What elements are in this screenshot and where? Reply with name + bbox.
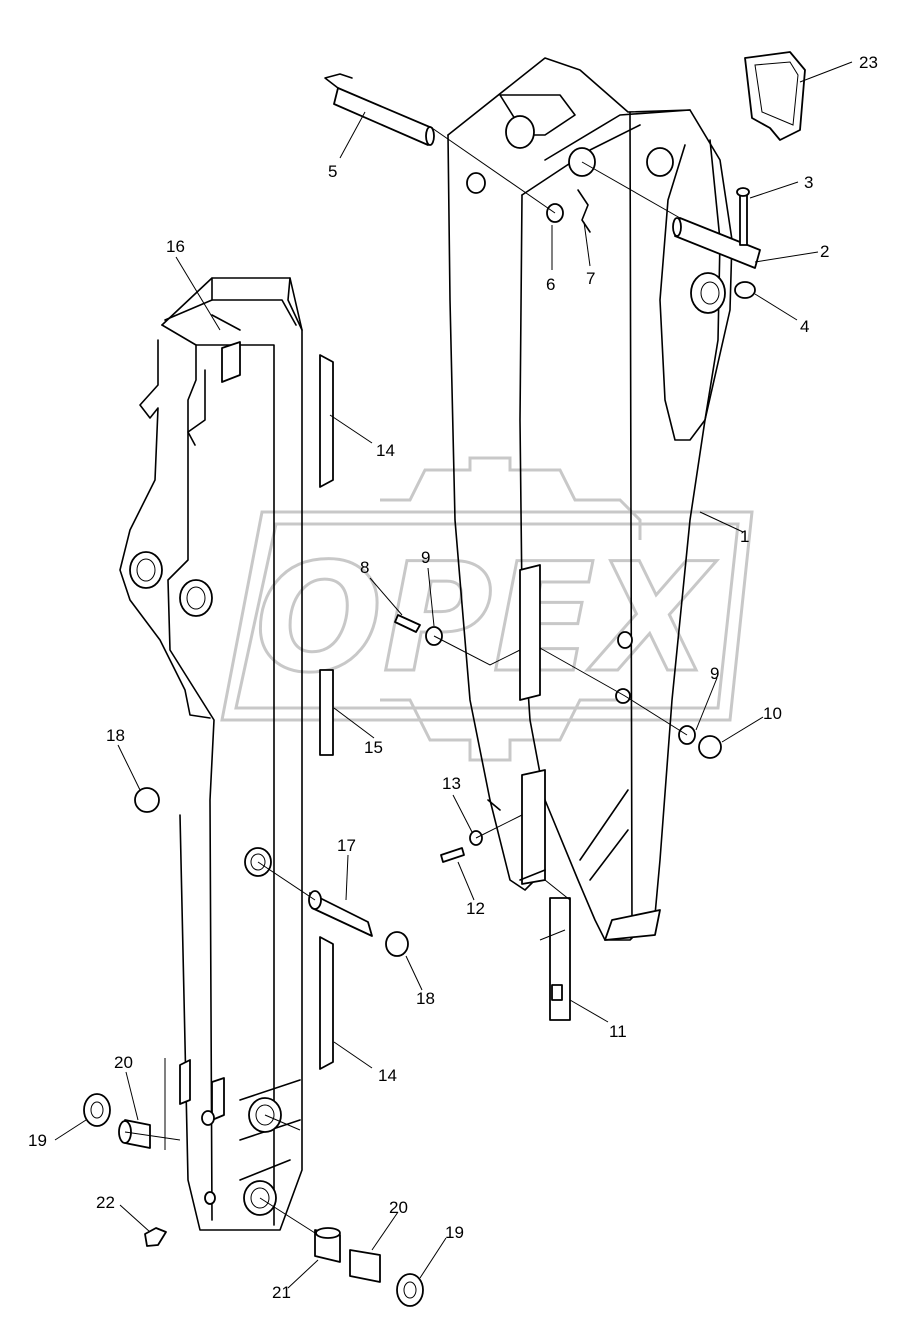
callout-18-right: 18 [416,989,435,1008]
callout-2: 2 [820,242,829,261]
assembly-lines [124,127,688,1234]
pin-17 [134,787,409,957]
callout-11: 11 [609,1022,627,1041]
bushings [83,1093,424,1307]
callout-13: 13 [442,774,461,793]
callout-23: 23 [859,53,878,72]
callout-21: 21 [272,1283,291,1302]
callout-15: 15 [364,738,383,757]
callout-3: 3 [804,173,813,192]
callout-20-right: 20 [389,1198,408,1217]
callout-17: 17 [337,836,356,855]
watermark-logo: OPEX [220,456,754,762]
callout-5: 5 [328,162,337,181]
callout-14-upper: 14 [376,441,395,460]
callout-10: 10 [763,704,782,723]
wear-strip-upper [319,354,334,488]
pins-top [324,51,806,299]
callout-22: 22 [96,1193,115,1212]
boom-right [447,57,733,941]
callout-leaders [54,61,853,1289]
callout-20-left: 20 [114,1053,133,1072]
wear-strip-lower [319,936,334,1070]
callout-12: 12 [466,899,485,918]
callout-18-left: 18 [106,726,125,745]
arm-left [119,277,303,1231]
callout-labels: 23 5 3 2 6 7 4 16 14 1 8 9 9 10 18 15 13… [28,53,878,1302]
callout-8: 8 [360,558,369,577]
callout-19-right: 19 [445,1223,464,1242]
pin-15 [319,669,334,756]
callout-4: 4 [800,317,809,336]
callout-19-left: 19 [28,1131,47,1150]
watermark-text: OPEX [255,532,717,706]
callout-6: 6 [546,275,555,294]
callout-14-lower: 14 [378,1066,397,1085]
callout-7: 7 [586,269,595,288]
callout-9-right: 9 [710,664,719,683]
callout-1: 1 [740,527,749,546]
callout-9-left: 9 [421,548,430,567]
callout-16: 16 [166,237,185,256]
